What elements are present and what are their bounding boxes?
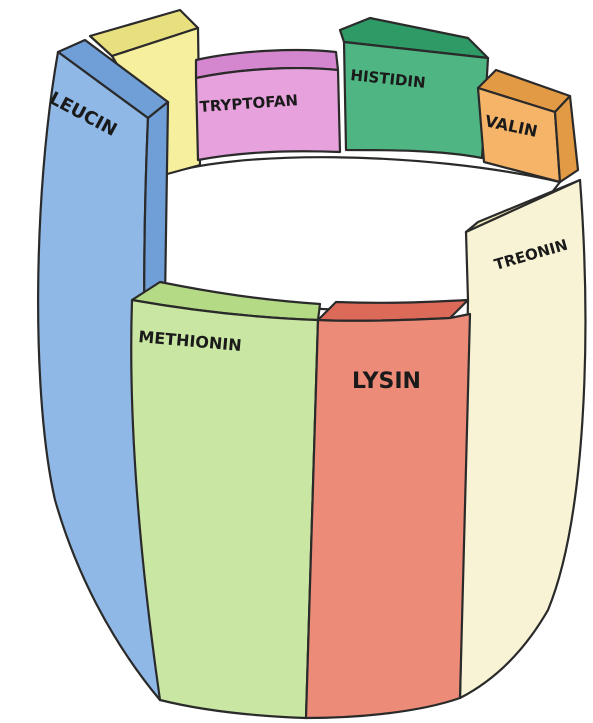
stave-methionin: METHIONIN <box>131 282 320 718</box>
stave-lysin: LYSIN <box>306 300 470 718</box>
stave-tryptofan: TRYPTOFAN <box>196 50 340 160</box>
stave-valin: VALIN <box>478 70 578 182</box>
stave-methionin-face <box>131 300 318 718</box>
stave-lysin-label: LYSIN <box>352 369 421 394</box>
stave-treonin: TREONIN <box>460 180 585 698</box>
stave-histidin: HISTIDIN <box>340 18 488 158</box>
stave-valin-side <box>555 96 578 182</box>
stave-histidin-face <box>344 42 488 158</box>
